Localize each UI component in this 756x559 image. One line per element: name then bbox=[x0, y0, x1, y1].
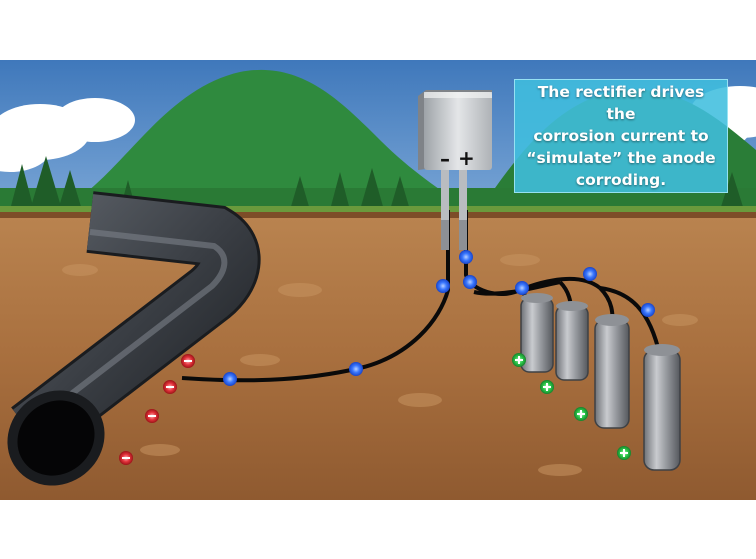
blue-dot-icon bbox=[583, 267, 597, 281]
minus-sign-icon bbox=[163, 380, 177, 394]
blue-dot-icon bbox=[463, 275, 477, 289]
anode-4 bbox=[644, 344, 680, 470]
minus-sign-icon bbox=[145, 409, 159, 423]
anode-2 bbox=[556, 301, 588, 380]
plus-sign-icon bbox=[617, 446, 631, 460]
rectifier-positive-label: + bbox=[458, 148, 475, 168]
anode-3 bbox=[595, 314, 629, 428]
rectifier-negative-label: – bbox=[440, 149, 450, 169]
blue-dot-icon bbox=[436, 279, 450, 293]
minus-sign-icon bbox=[119, 451, 133, 465]
rectifier-box bbox=[418, 90, 492, 170]
minus-sign-icon bbox=[181, 354, 195, 368]
plus-sign-icon bbox=[574, 407, 588, 421]
blue-dot-icon bbox=[641, 303, 655, 317]
plus-sign-icon bbox=[512, 353, 526, 367]
blue-dot-icon bbox=[459, 250, 473, 264]
caption-box: The rectifier drives the corrosion curre… bbox=[514, 79, 728, 193]
caption-text: The rectifier drives the corrosion curre… bbox=[525, 81, 717, 191]
blue-dot-icon bbox=[515, 281, 529, 295]
blue-dot-icon bbox=[349, 362, 363, 376]
plus-sign-icon bbox=[540, 380, 554, 394]
blue-dot-icon bbox=[223, 372, 237, 386]
